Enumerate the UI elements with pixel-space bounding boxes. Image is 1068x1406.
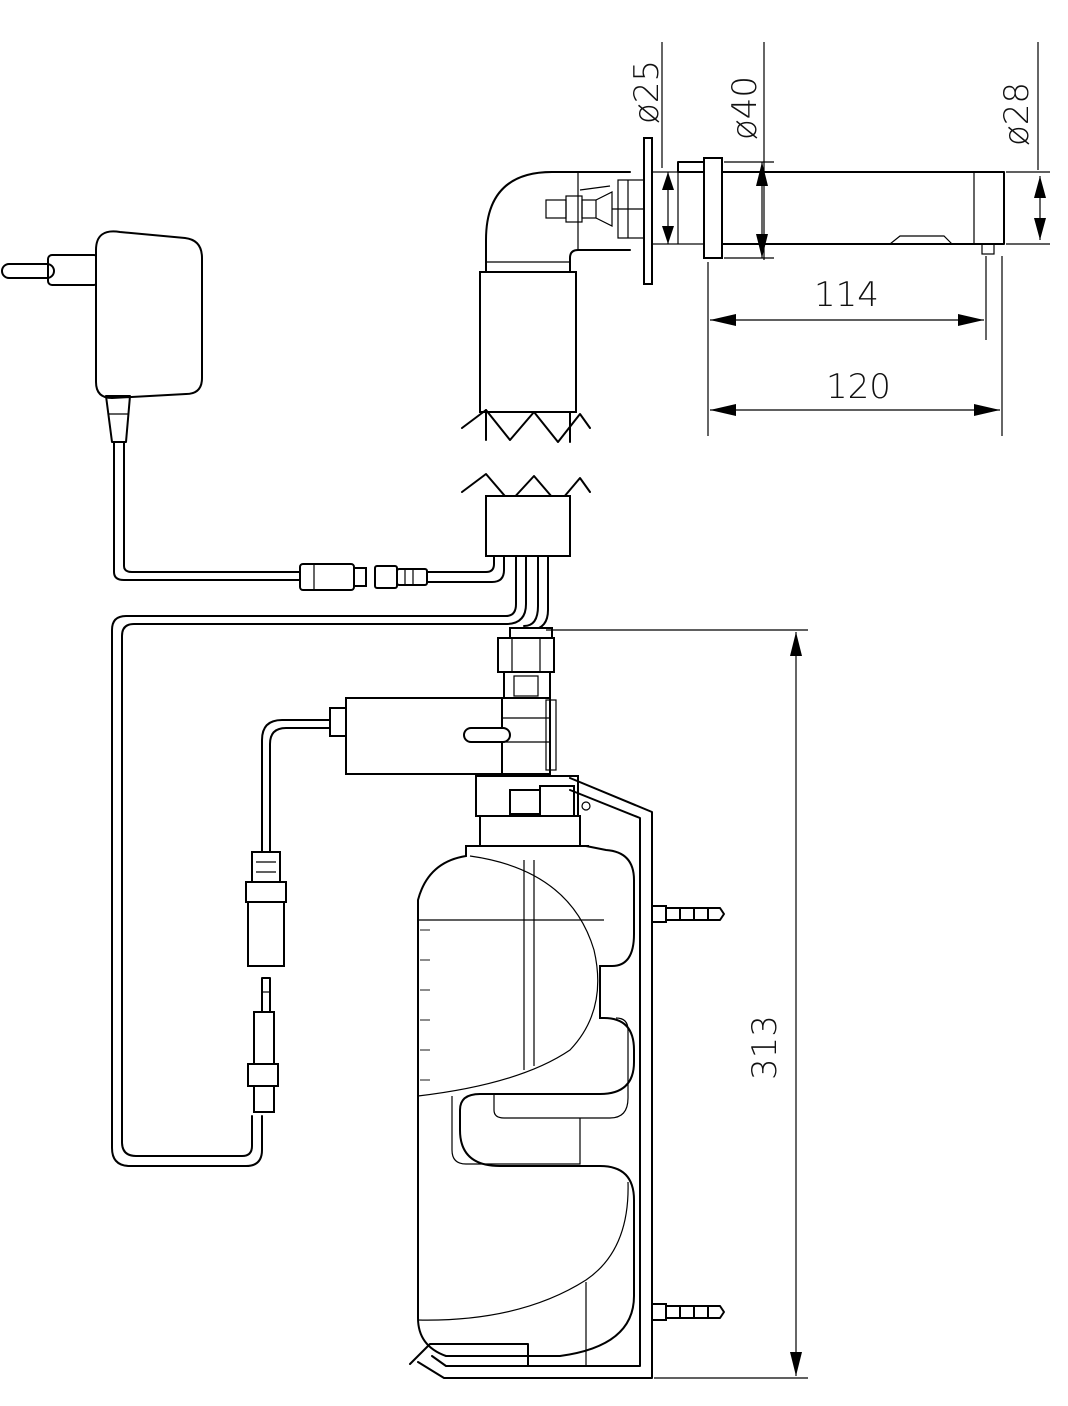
cable-connector-male	[374, 565, 398, 589]
pump-nut	[497, 637, 555, 673]
dim-label-120: 120	[826, 367, 891, 407]
adapter-strain-relief	[105, 395, 131, 443]
adapter-cable	[113, 441, 301, 581]
dim-label-flange-diameter: ø40	[725, 76, 765, 140]
sensor-cable-loop	[111, 555, 517, 1167]
adapter-plug-collar	[47, 254, 99, 286]
escutcheon	[703, 157, 723, 259]
dimension-lines	[546, 42, 1050, 1379]
cable-connector-female	[299, 563, 355, 591]
pump-unit	[261, 627, 591, 857]
power-adapter	[1, 230, 505, 591]
bottle-body	[417, 845, 635, 1357]
soap-bottle	[409, 777, 725, 1379]
spout-sensor	[981, 243, 995, 255]
faucet-assembly	[111, 137, 1005, 1167]
dim-label-spout-diameter: ø28	[997, 82, 1037, 146]
connector-pin	[261, 977, 271, 1013]
spout-body	[721, 171, 1005, 245]
dim-label-pipe-diameter: ø25	[627, 60, 667, 124]
motor-cable	[261, 719, 331, 853]
adapter-body	[95, 230, 203, 400]
break-line-lower	[461, 473, 591, 505]
riser-pipe-upper	[479, 271, 577, 413]
wall-anchor-lower	[651, 1303, 725, 1321]
cable-connector-cap	[353, 567, 367, 587]
riser-pipe-lower	[485, 495, 571, 557]
adapter-plug-pin	[1, 263, 55, 279]
dim-label-313: 313	[745, 1015, 785, 1080]
faucet-elbow	[485, 171, 579, 273]
connector-socket	[247, 901, 285, 967]
mounting-bracket	[417, 777, 653, 1379]
wall-anchor-upper	[651, 905, 725, 923]
sensor-connector	[245, 851, 287, 1113]
wall-flange	[643, 137, 653, 285]
dim-label-114: 114	[814, 275, 879, 315]
